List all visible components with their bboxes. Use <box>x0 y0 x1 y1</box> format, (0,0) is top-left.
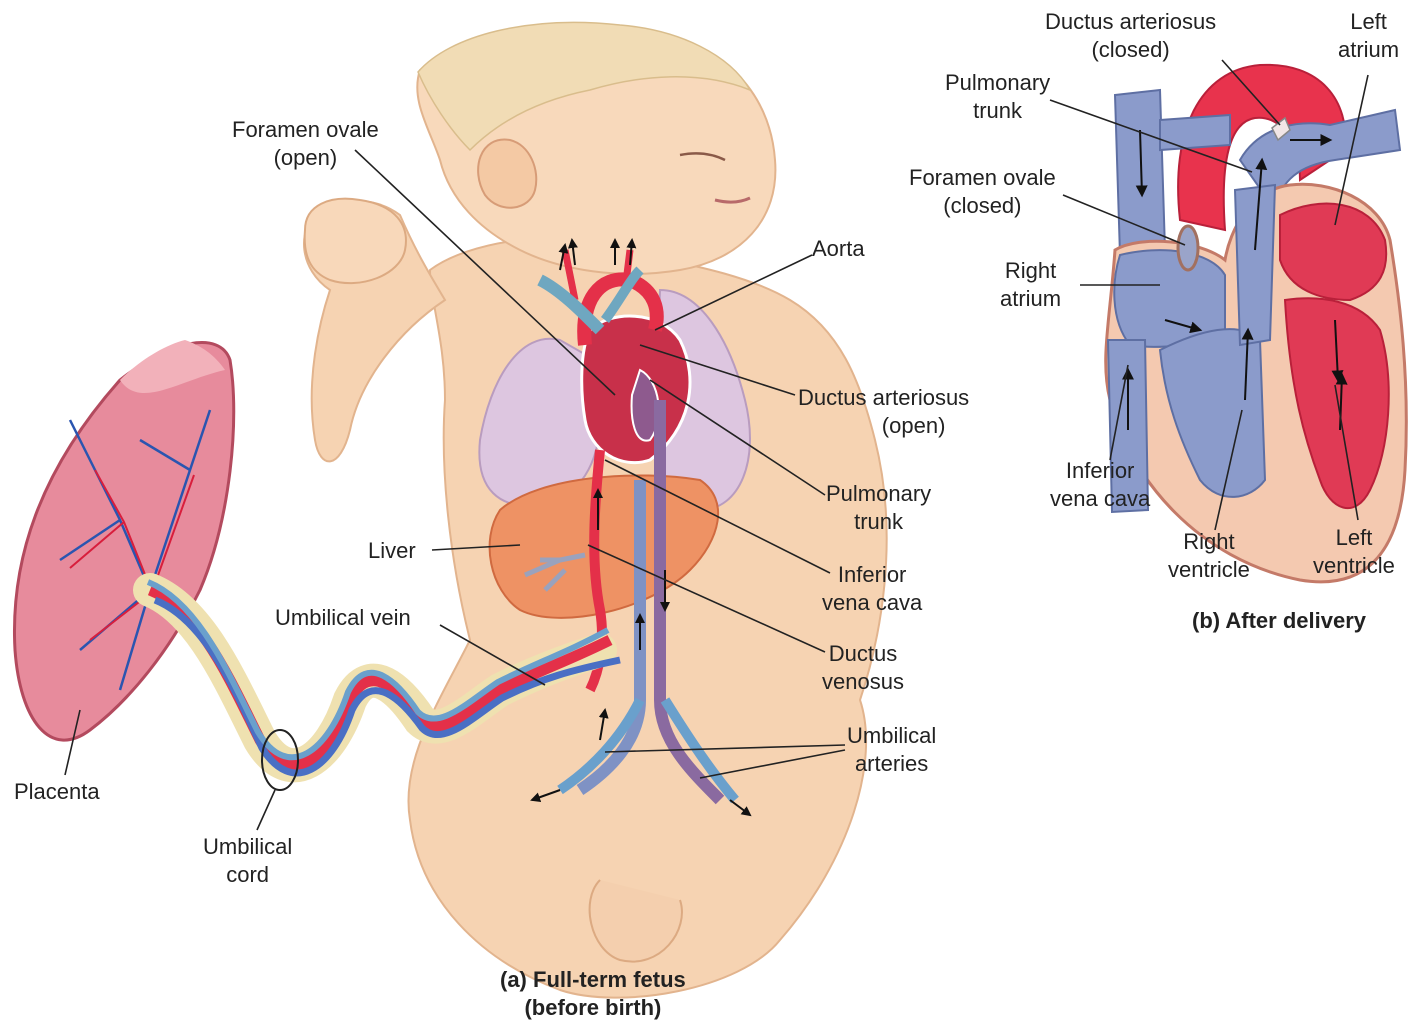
caption-line: (before birth) <box>500 994 686 1022</box>
label-line: Right <box>1000 257 1061 285</box>
placenta-illustration <box>14 340 233 740</box>
caption-panel-b: (b) After delivery <box>1192 607 1366 635</box>
label-line: (closed) <box>1045 36 1216 64</box>
label-b-left-ventricle: Left ventricle <box>1313 524 1395 580</box>
pulmonary-trunk-vessel <box>1235 185 1275 345</box>
label-line: ventricle <box>1313 552 1395 580</box>
label-line: (closed) <box>909 192 1056 220</box>
label-placenta: Placenta <box>14 778 100 806</box>
label-line: atrium <box>1338 36 1399 64</box>
label-pulmonary-trunk: Pulmonary trunk <box>826 480 931 536</box>
fetus-fist <box>305 199 406 283</box>
label-line: Liver <box>368 537 416 565</box>
label-line: vena cava <box>822 589 922 617</box>
label-ductus-arteriosus-open: Ductus arteriosus (open) <box>798 384 969 440</box>
label-line: Umbilical vein <box>275 604 411 632</box>
caption-line: (a) Full-term fetus <box>500 966 686 994</box>
label-line: cord <box>203 861 292 889</box>
label-inferior-vena-cava: Inferior vena cava <box>822 561 922 617</box>
label-line: (open) <box>232 144 379 172</box>
caption-panel-a: (a) Full-term fetus (before birth) <box>500 966 686 1022</box>
label-b-right-atrium: Right atrium <box>1000 257 1061 313</box>
superior-vena-cava <box>1115 90 1165 255</box>
label-ductus-venosus: Ductus venosus <box>822 640 904 696</box>
label-line: Left <box>1338 8 1399 36</box>
label-line: Left <box>1313 524 1395 552</box>
label-line: Umbilical <box>847 722 936 750</box>
label-umbilical-vein: Umbilical vein <box>275 604 411 632</box>
label-line: Pulmonary <box>945 69 1050 97</box>
label-line: Ductus arteriosus <box>1045 8 1216 36</box>
label-line: Foramen ovale <box>909 164 1056 192</box>
label-line: Pulmonary <box>826 480 931 508</box>
label-b-ductus-arteriosus-closed: Ductus arteriosus (closed) <box>1045 8 1216 64</box>
label-b-left-atrium: Left atrium <box>1338 8 1399 64</box>
label-umbilical-arteries: Umbilical arteries <box>847 722 936 778</box>
label-line: Umbilical <box>203 833 292 861</box>
label-line: arteries <box>847 750 936 778</box>
heart-after-delivery <box>1106 65 1407 582</box>
label-line: venosus <box>822 668 904 696</box>
label-b-foramen-ovale-closed: Foramen ovale (closed) <box>909 164 1056 220</box>
label-b-pulmonary-trunk: Pulmonary trunk <box>945 69 1050 125</box>
label-line: Ductus <box>822 640 904 668</box>
label-liver: Liver <box>368 537 416 565</box>
label-line: Ductus arteriosus <box>798 384 969 412</box>
label-line: Placenta <box>14 778 100 806</box>
label-b-inferior-vena-cava: Inferior vena cava <box>1050 457 1150 513</box>
label-b-right-ventricle: Right ventricle <box>1168 528 1250 584</box>
label-line: Inferior <box>1050 457 1150 485</box>
caption-line: (b) After delivery <box>1192 607 1366 635</box>
label-line: atrium <box>1000 285 1061 313</box>
label-line: Inferior <box>822 561 922 589</box>
label-line: ventricle <box>1168 556 1250 584</box>
leader-umbilical-cord <box>257 790 275 830</box>
svc-branch <box>1160 115 1230 150</box>
label-umbilical-cord: Umbilical cord <box>203 833 292 889</box>
label-line: trunk <box>826 508 931 536</box>
closed-foramen-ovale <box>1178 226 1198 270</box>
label-aorta: Aorta <box>812 235 865 263</box>
label-line: Right <box>1168 528 1250 556</box>
fetus-illustration <box>304 22 887 997</box>
label-line: (open) <box>798 412 969 440</box>
label-line: Aorta <box>812 235 865 263</box>
label-foramen-ovale-open: Foramen ovale (open) <box>232 116 379 172</box>
label-line: Foramen ovale <box>232 116 379 144</box>
label-line: trunk <box>945 97 1050 125</box>
label-line: vena cava <box>1050 485 1150 513</box>
